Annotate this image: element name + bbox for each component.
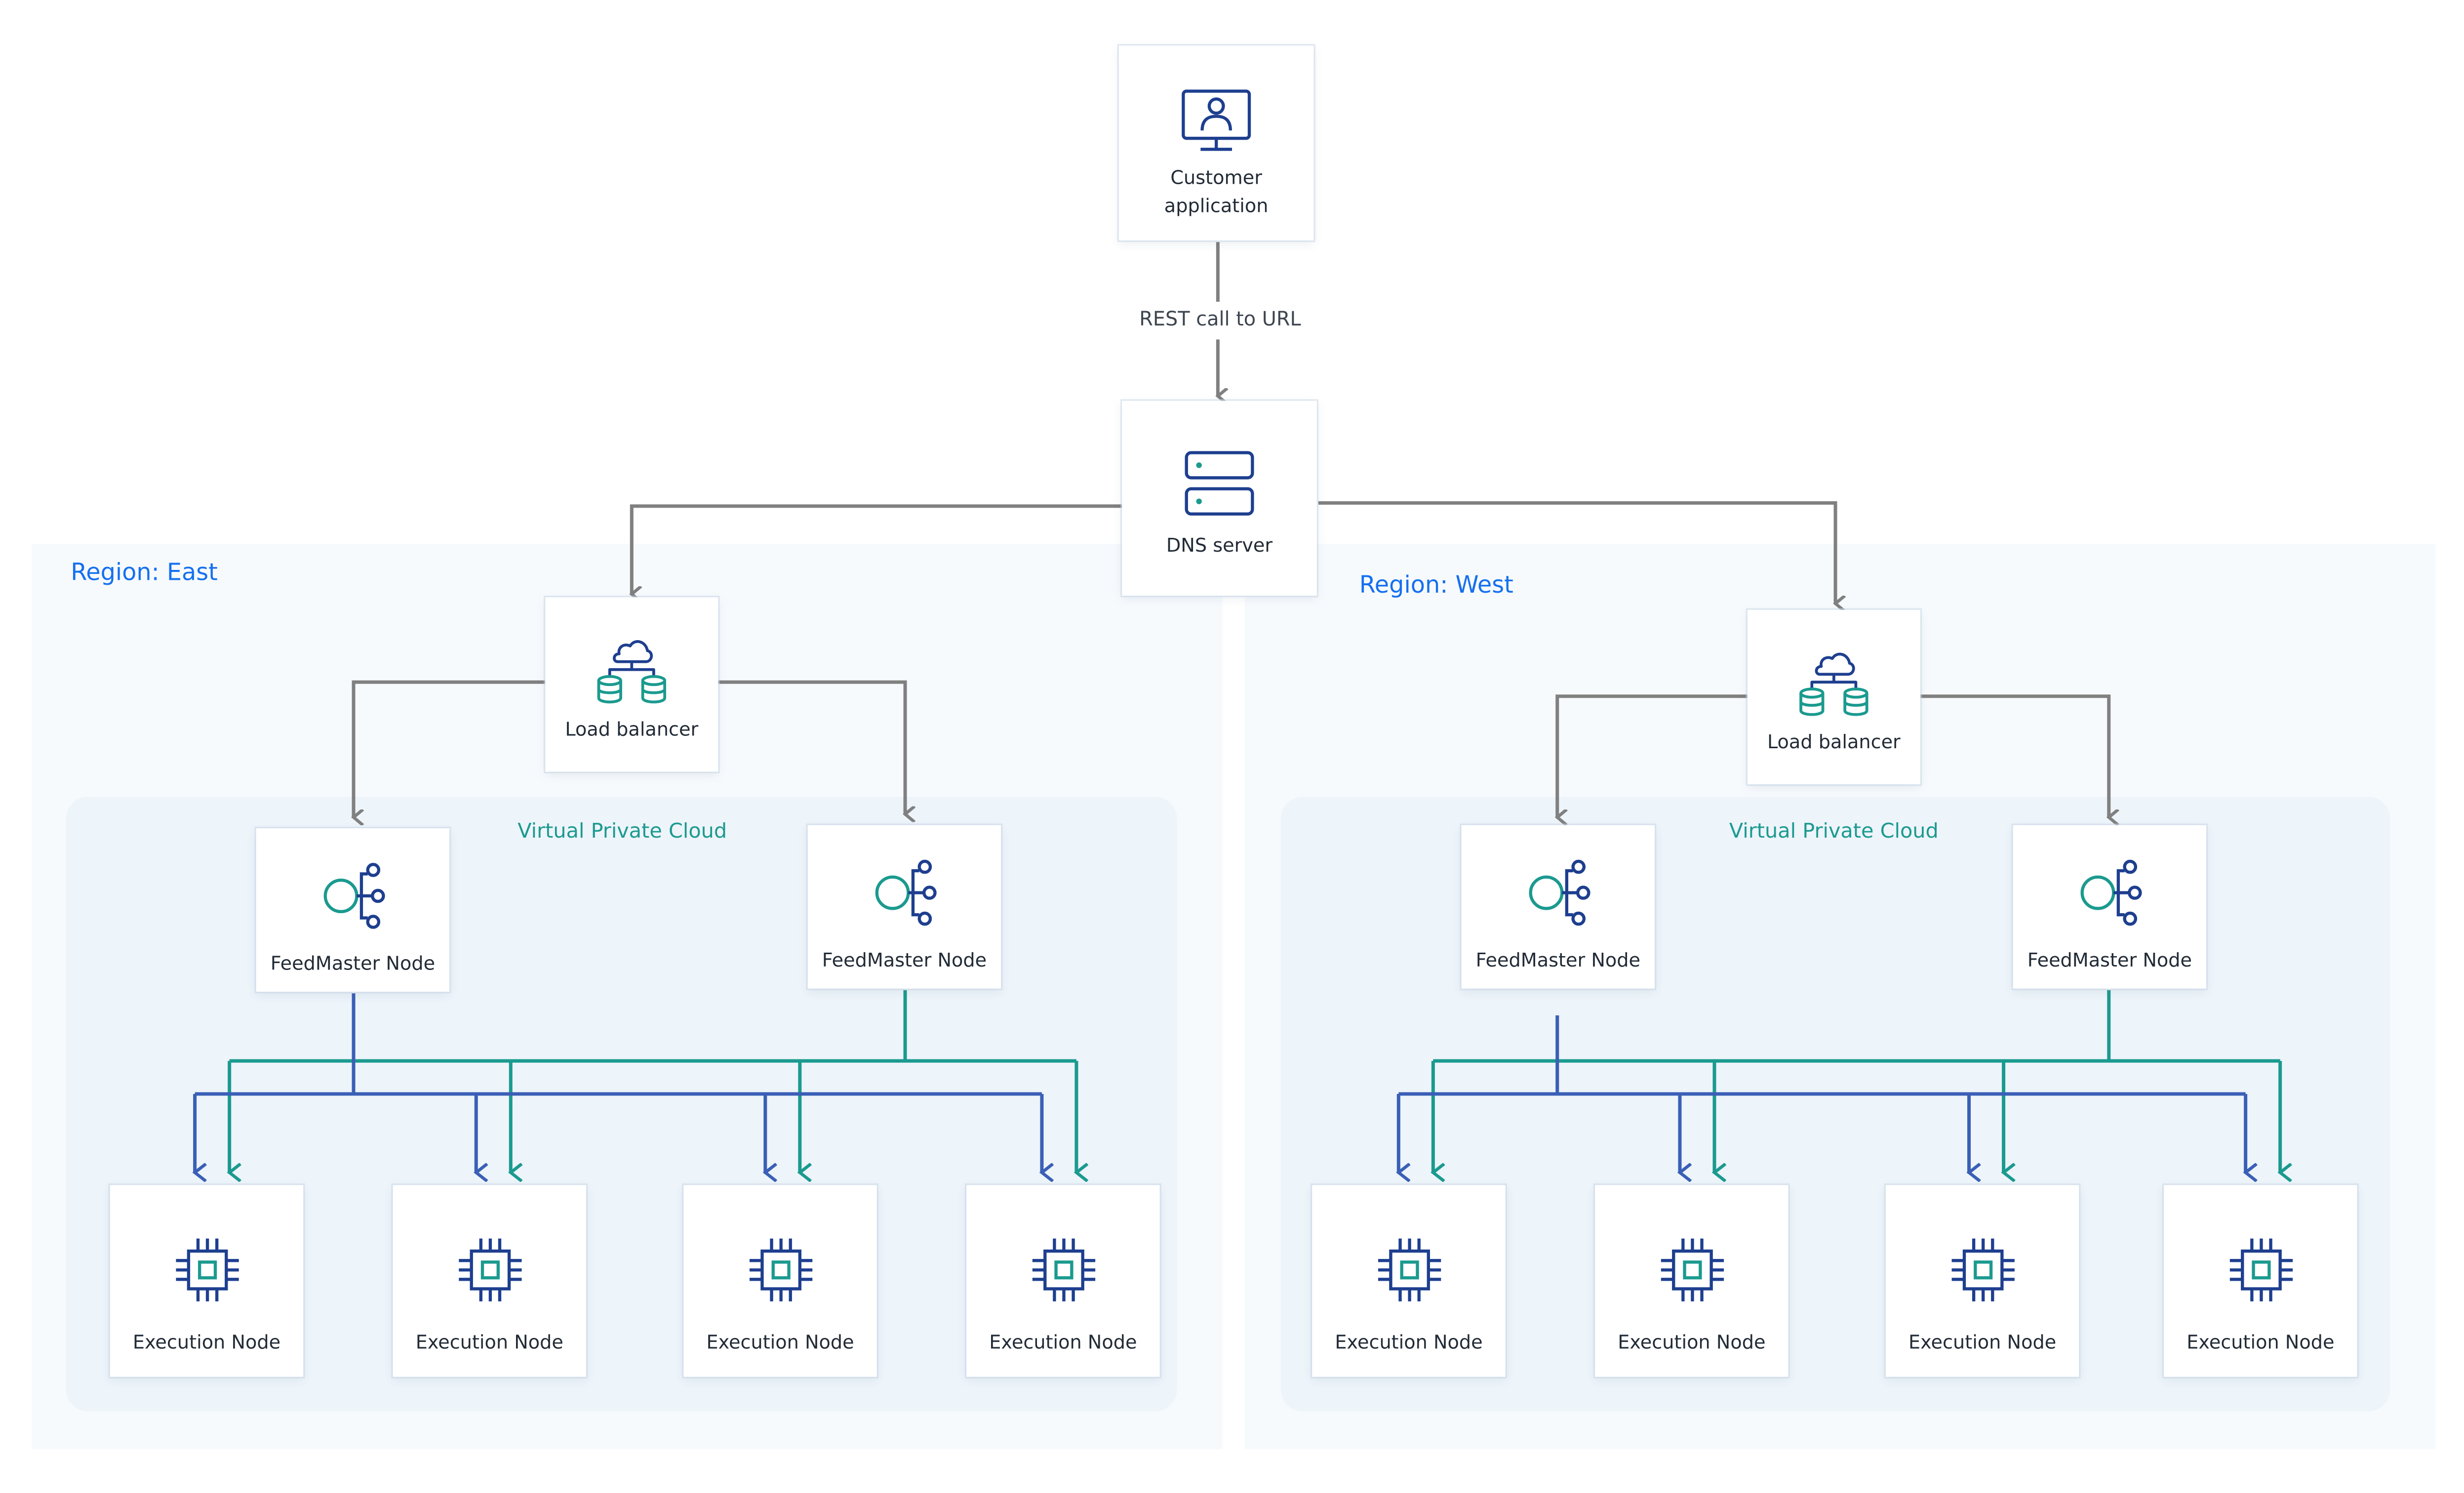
feedmaster-east-1-label: FeedMaster Node [270, 952, 436, 975]
load-balancer-east-label: Load balancer [565, 718, 699, 740]
customer-application-node[interactable]: Customer application [1118, 45, 1314, 241]
chip-icon [1032, 1238, 1095, 1302]
load-balancer-east-node[interactable]: Load balancer [545, 597, 718, 772]
execution-east-1-label: Execution Node [132, 1331, 281, 1354]
execution-east-4-label: Execution Node [989, 1331, 1137, 1354]
load-balancer-west-label: Load balancer [1767, 730, 1901, 753]
region-west-label: Region: West [1359, 570, 1513, 599]
rest-call-label: REST call to URL [1133, 303, 1308, 333]
vpc-east-label: Virtual Private Cloud [517, 820, 727, 844]
chip-icon [175, 1238, 238, 1302]
feedmaster-node-east-2[interactable]: FeedMaster Node [807, 825, 1001, 989]
chip-icon [1950, 1238, 2014, 1302]
execution-west-2-label: Execution Node [1618, 1331, 1766, 1354]
server-icon [1185, 451, 1254, 516]
customer-label-line2: application [1164, 195, 1269, 217]
execution-node-west-2[interactable]: Execution Node [1595, 1185, 1788, 1377]
customer-label-line1: Customer [1170, 166, 1262, 189]
network-node-icon [322, 863, 385, 929]
execution-west-1-label: Execution Node [1335, 1331, 1483, 1354]
feedmaster-west-1-label: FeedMaster Node [1475, 949, 1641, 971]
cloud-database-icon [597, 640, 667, 704]
execution-node-west-3[interactable]: Execution Node [1885, 1185, 2079, 1377]
execution-east-2-label: Execution Node [415, 1331, 563, 1354]
cloud-database-icon [1799, 652, 1868, 716]
chip-icon [1660, 1238, 1723, 1302]
dns-server-node[interactable]: DNS server [1122, 401, 1317, 596]
execution-east-3-label: Execution Node [706, 1331, 854, 1354]
chip-icon [749, 1238, 812, 1302]
execution-west-3-label: Execution Node [1908, 1331, 2057, 1354]
execution-node-west-4[interactable]: Execution Node [2164, 1185, 2357, 1377]
region-east-label: Region: East [71, 558, 218, 587]
execution-node-east-3[interactable]: Execution Node [683, 1185, 877, 1377]
network-node-icon [874, 859, 936, 926]
chip-icon [458, 1238, 521, 1302]
feedmaster-west-2-label: FeedMaster Node [2027, 949, 2192, 971]
monitor-user-icon [1182, 89, 1251, 151]
execution-node-west-1[interactable]: Execution Node [1312, 1185, 1506, 1377]
chip-icon [1377, 1238, 1440, 1302]
execution-node-east-1[interactable]: Execution Node [110, 1185, 304, 1377]
vpc-west-label: Virtual Private Cloud [1729, 820, 1939, 844]
execution-node-east-2[interactable]: Execution Node [393, 1185, 587, 1377]
network-node-icon [2079, 859, 2142, 926]
execution-node-east-4[interactable]: Execution Node [966, 1185, 1160, 1377]
feedmaster-east-2-label: FeedMaster Node [822, 949, 987, 971]
feedmaster-node-east-1[interactable]: FeedMaster Node [256, 828, 450, 992]
chip-icon [2229, 1238, 2292, 1302]
load-balancer-west-node[interactable]: Load balancer [1747, 609, 1920, 785]
dns-label: DNS server [1166, 534, 1273, 557]
execution-west-4-label: Execution Node [2186, 1331, 2335, 1354]
network-node-icon [1528, 859, 1590, 926]
feedmaster-node-west-2[interactable]: FeedMaster Node [2013, 825, 2207, 989]
feedmaster-node-west-1[interactable]: FeedMaster Node [1461, 825, 1655, 989]
